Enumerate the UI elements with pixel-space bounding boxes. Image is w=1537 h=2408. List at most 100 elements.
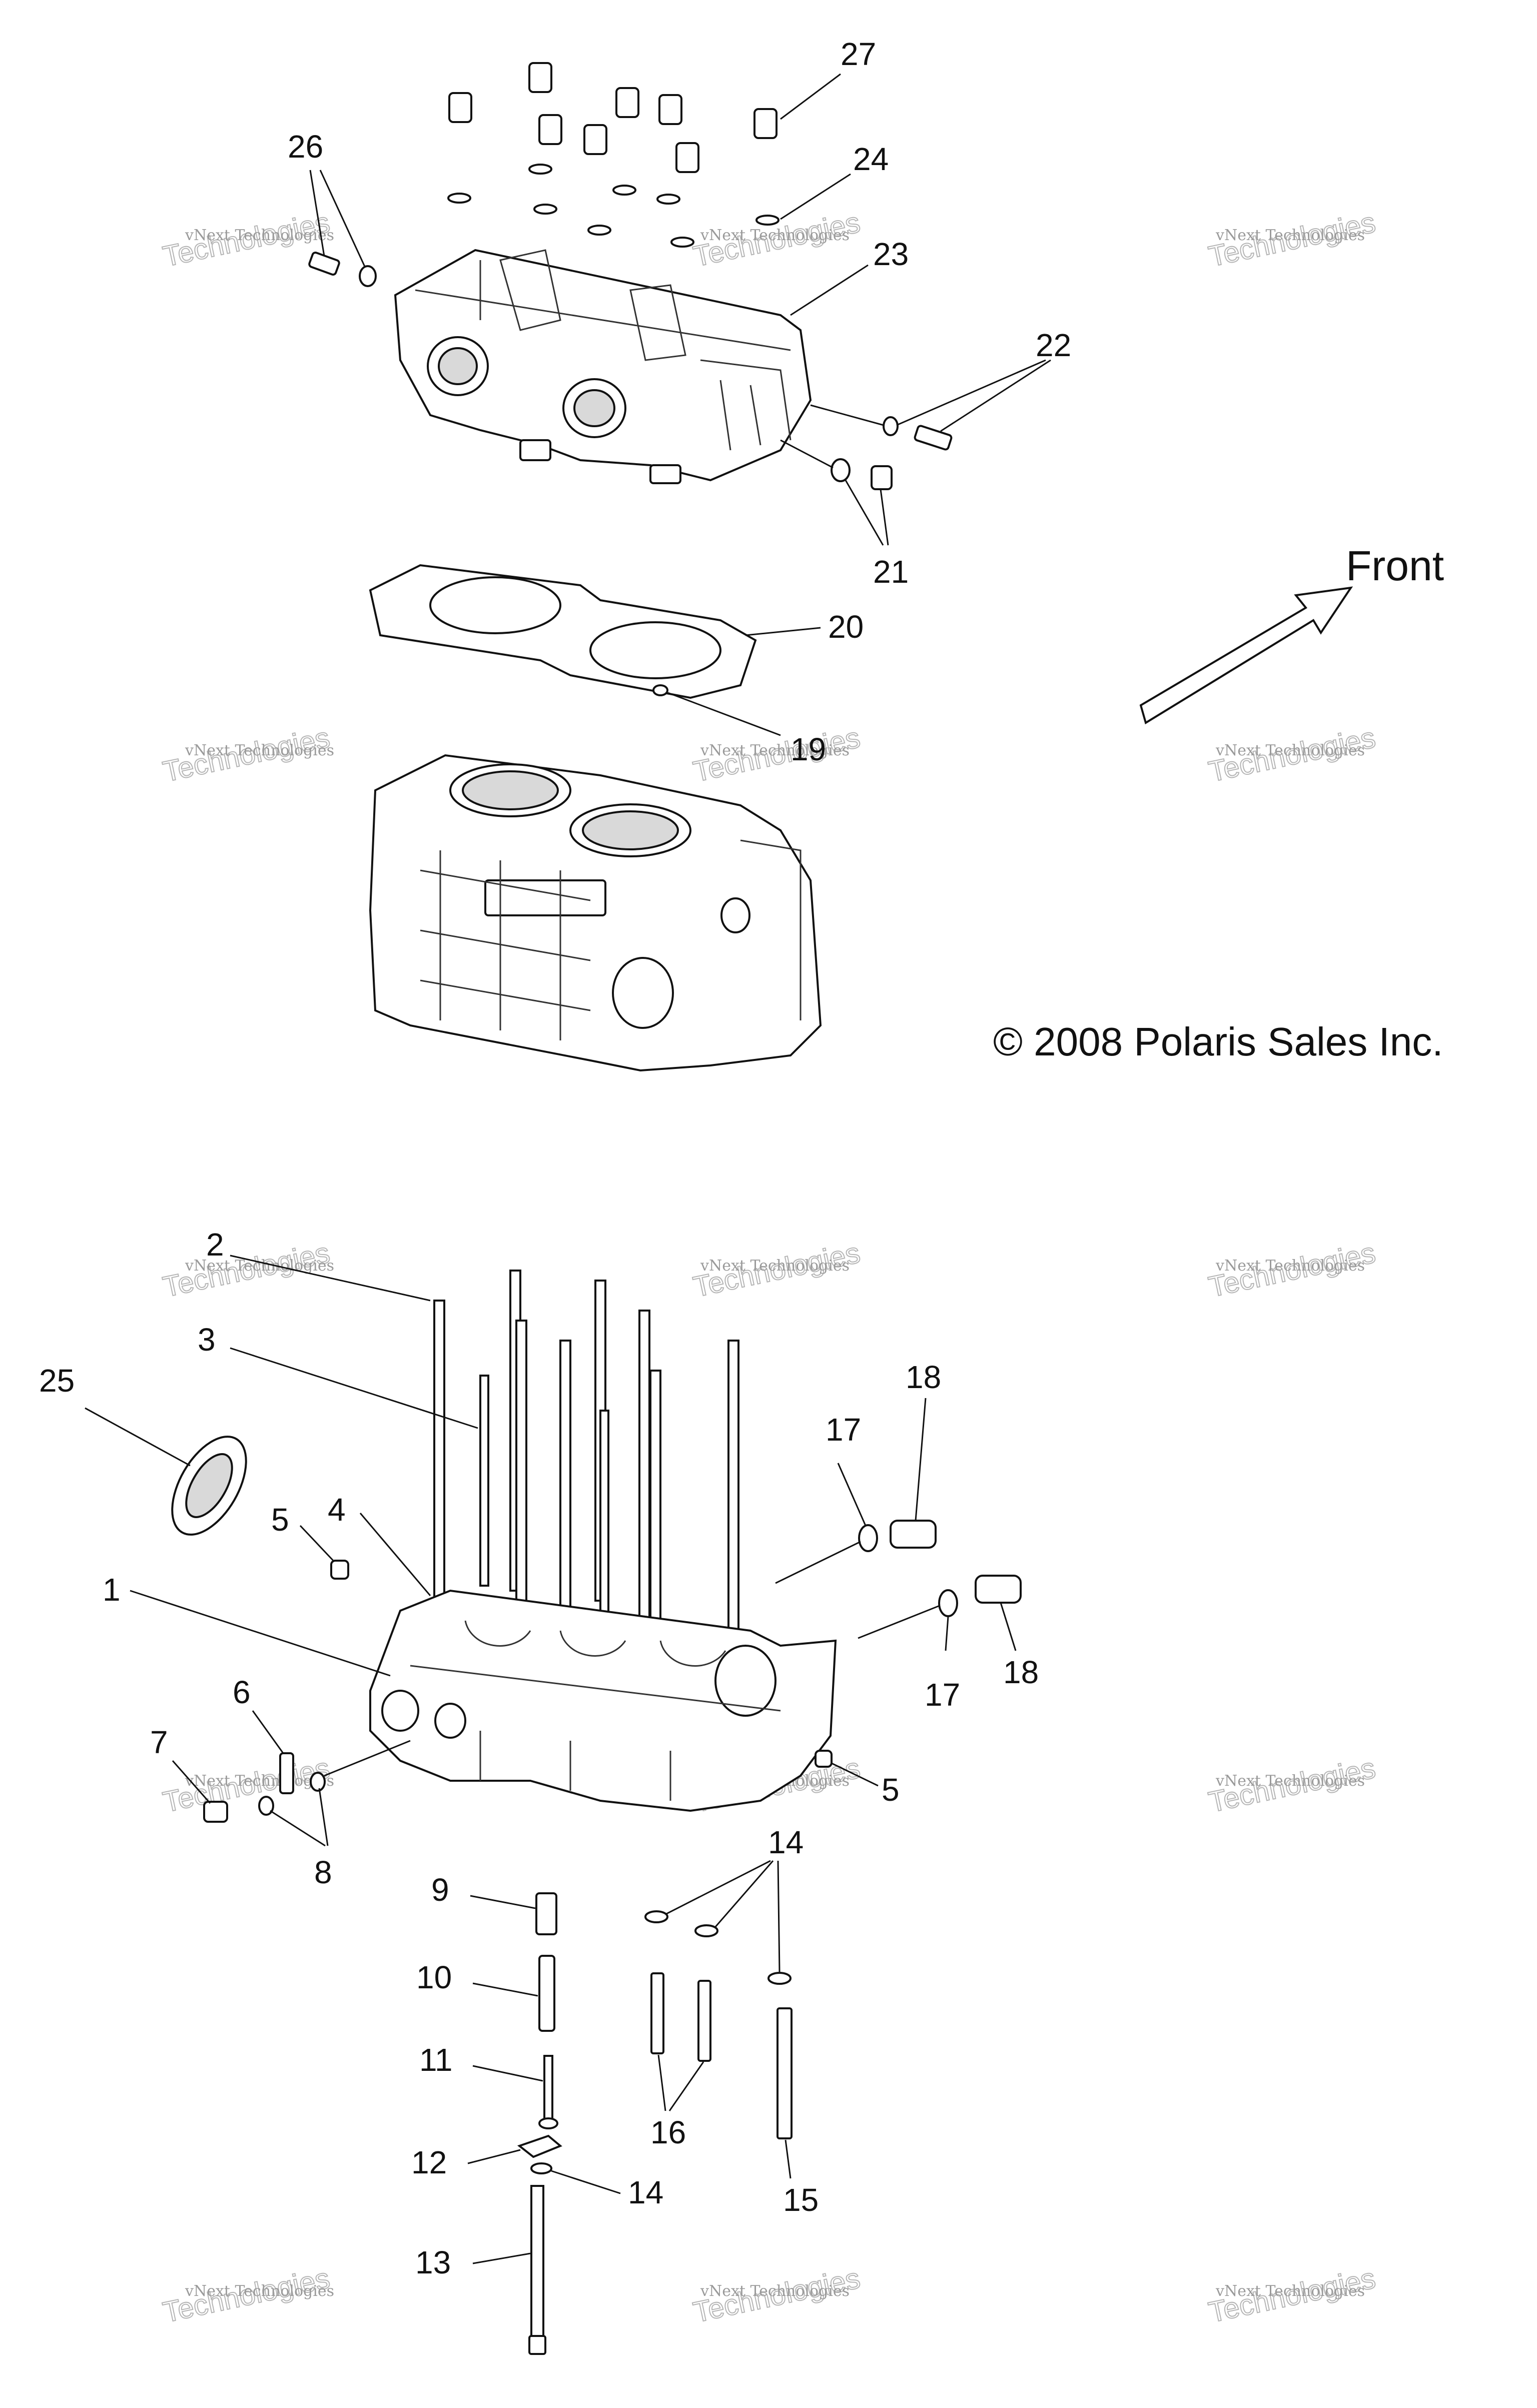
fitting [975,1575,1022,1604]
part-23-cylinder-head [394,249,812,484]
watermark-text: vNext Technologies [1215,227,1365,244]
front-direction-arrow: Front [1139,542,1444,725]
gasket-bore [589,621,721,679]
leader-8-line [324,1740,411,1777]
valve-seal [675,142,699,173]
leader-20 [745,627,821,636]
leader-10 [472,1982,538,1997]
bolt-head [528,2335,546,2355]
head-rib [749,385,761,446]
watermark: Technologies vNext Technologies [1205,1751,1379,1819]
valve-seal [528,62,552,93]
watermark-text: vNext Technologies [700,2282,850,2300]
washer [694,1924,718,1937]
watermark-text: vNext Technologies [185,2282,334,2300]
part-13-long-bolt [528,2185,546,2355]
bolt [650,1972,664,2054]
watermark-text: vNext Technologies [1215,742,1365,759]
leader-14a [714,1860,774,1927]
exhaust-port-inner [573,389,615,427]
part-12-bracket [517,2134,562,2158]
callout-7: 7 [150,1724,168,1760]
stud [559,1340,571,1652]
fitting-washer [359,265,377,287]
leader-23 [790,264,869,316]
part-9-dowel [535,1892,557,1935]
watermark: Technologies vNext Technologies [690,2261,864,2329]
leader-8 [318,1788,329,1846]
leader-2 [230,1255,431,1302]
leader-22 [940,359,1051,432]
leader-4 [359,1513,431,1596]
callout-3: 3 [198,1322,216,1358]
part-19-dowel [652,684,668,696]
valve-seal [615,87,639,118]
watermark: Technologies vNext Technologies [160,206,334,274]
gasket-bore [429,576,561,634]
cam-housing [499,249,561,331]
leader-17b [945,1616,949,1651]
part-6-banjo-fitting [279,1752,294,1794]
part-17-o-ring [858,1524,958,1617]
washer [755,215,780,226]
leader-22-line [810,404,884,426]
crank-saddle [559,1630,626,1657]
stud [727,1340,739,1652]
leader-16 [668,2061,704,2111]
leader-15 [785,2139,792,2179]
fitting-body [914,425,953,451]
stud [515,1320,527,1632]
callout-17: 17 [826,1412,861,1448]
head-rib [700,359,792,441]
leader-7 [172,1760,211,1804]
leader-13 [472,2252,531,2264]
leader-8 [270,1810,326,1847]
leader-18b [1000,1602,1017,1651]
part-14-washers [644,1910,792,1985]
plug-washer [831,458,851,482]
leader-5 [299,1525,335,1563]
part-11-bolt [538,2055,558,2129]
cylinder-block [369,754,822,1072]
leader-25 [85,1407,191,1467]
watermark-text: vNext Technologies [700,227,850,244]
part-1-crankcase [369,1589,837,1812]
callout-5: 5 [271,1502,289,1538]
watermark: Technologies vNext Technologies [690,1236,864,1304]
leader-11 [472,2065,543,2082]
bolt-shank [543,2055,553,2122]
callout-13: 13 [415,2244,451,2280]
watermark: Technologies vNext Technologies [160,1236,334,1304]
cylinder-bore-inner [582,810,679,850]
part-8-washer [258,1796,274,1816]
callout-6: 6 [233,1674,251,1710]
part-25-oil-seal [171,1436,247,1536]
head-boss [519,439,551,461]
watermark-text: vNext Technologies [185,227,334,244]
leader-5b [831,1762,879,1787]
watermark: Technologies vNext Technologies [1205,1236,1379,1304]
callout-20: 20 [828,609,864,645]
part-27-valve-seals [448,62,778,173]
leader-17b-line [858,1605,940,1639]
stud [638,1310,650,1642]
leader-22 [896,359,1046,426]
callout-18-lower: 18 [1003,1654,1039,1690]
callout-12: 12 [411,2144,447,2180]
watermark: Technologies vNext Technologies [160,1751,334,1819]
crank-saddle [659,1640,726,1667]
leader-21 [880,489,889,546]
callout-2: 2 [206,1227,224,1263]
callout-17-lower: 17 [925,1677,960,1713]
leader-14b [551,2170,621,2194]
leader-26 [309,170,325,257]
watermark-text: vNext Technologies [185,1257,334,1275]
watermark: Technologies vNext Technologies [1205,721,1379,789]
exhaust-port-inner [438,347,478,385]
leader-lines [85,73,1051,2264]
block-fin [420,979,591,1011]
valve-seal [658,94,682,125]
leader-21-line [780,439,834,469]
